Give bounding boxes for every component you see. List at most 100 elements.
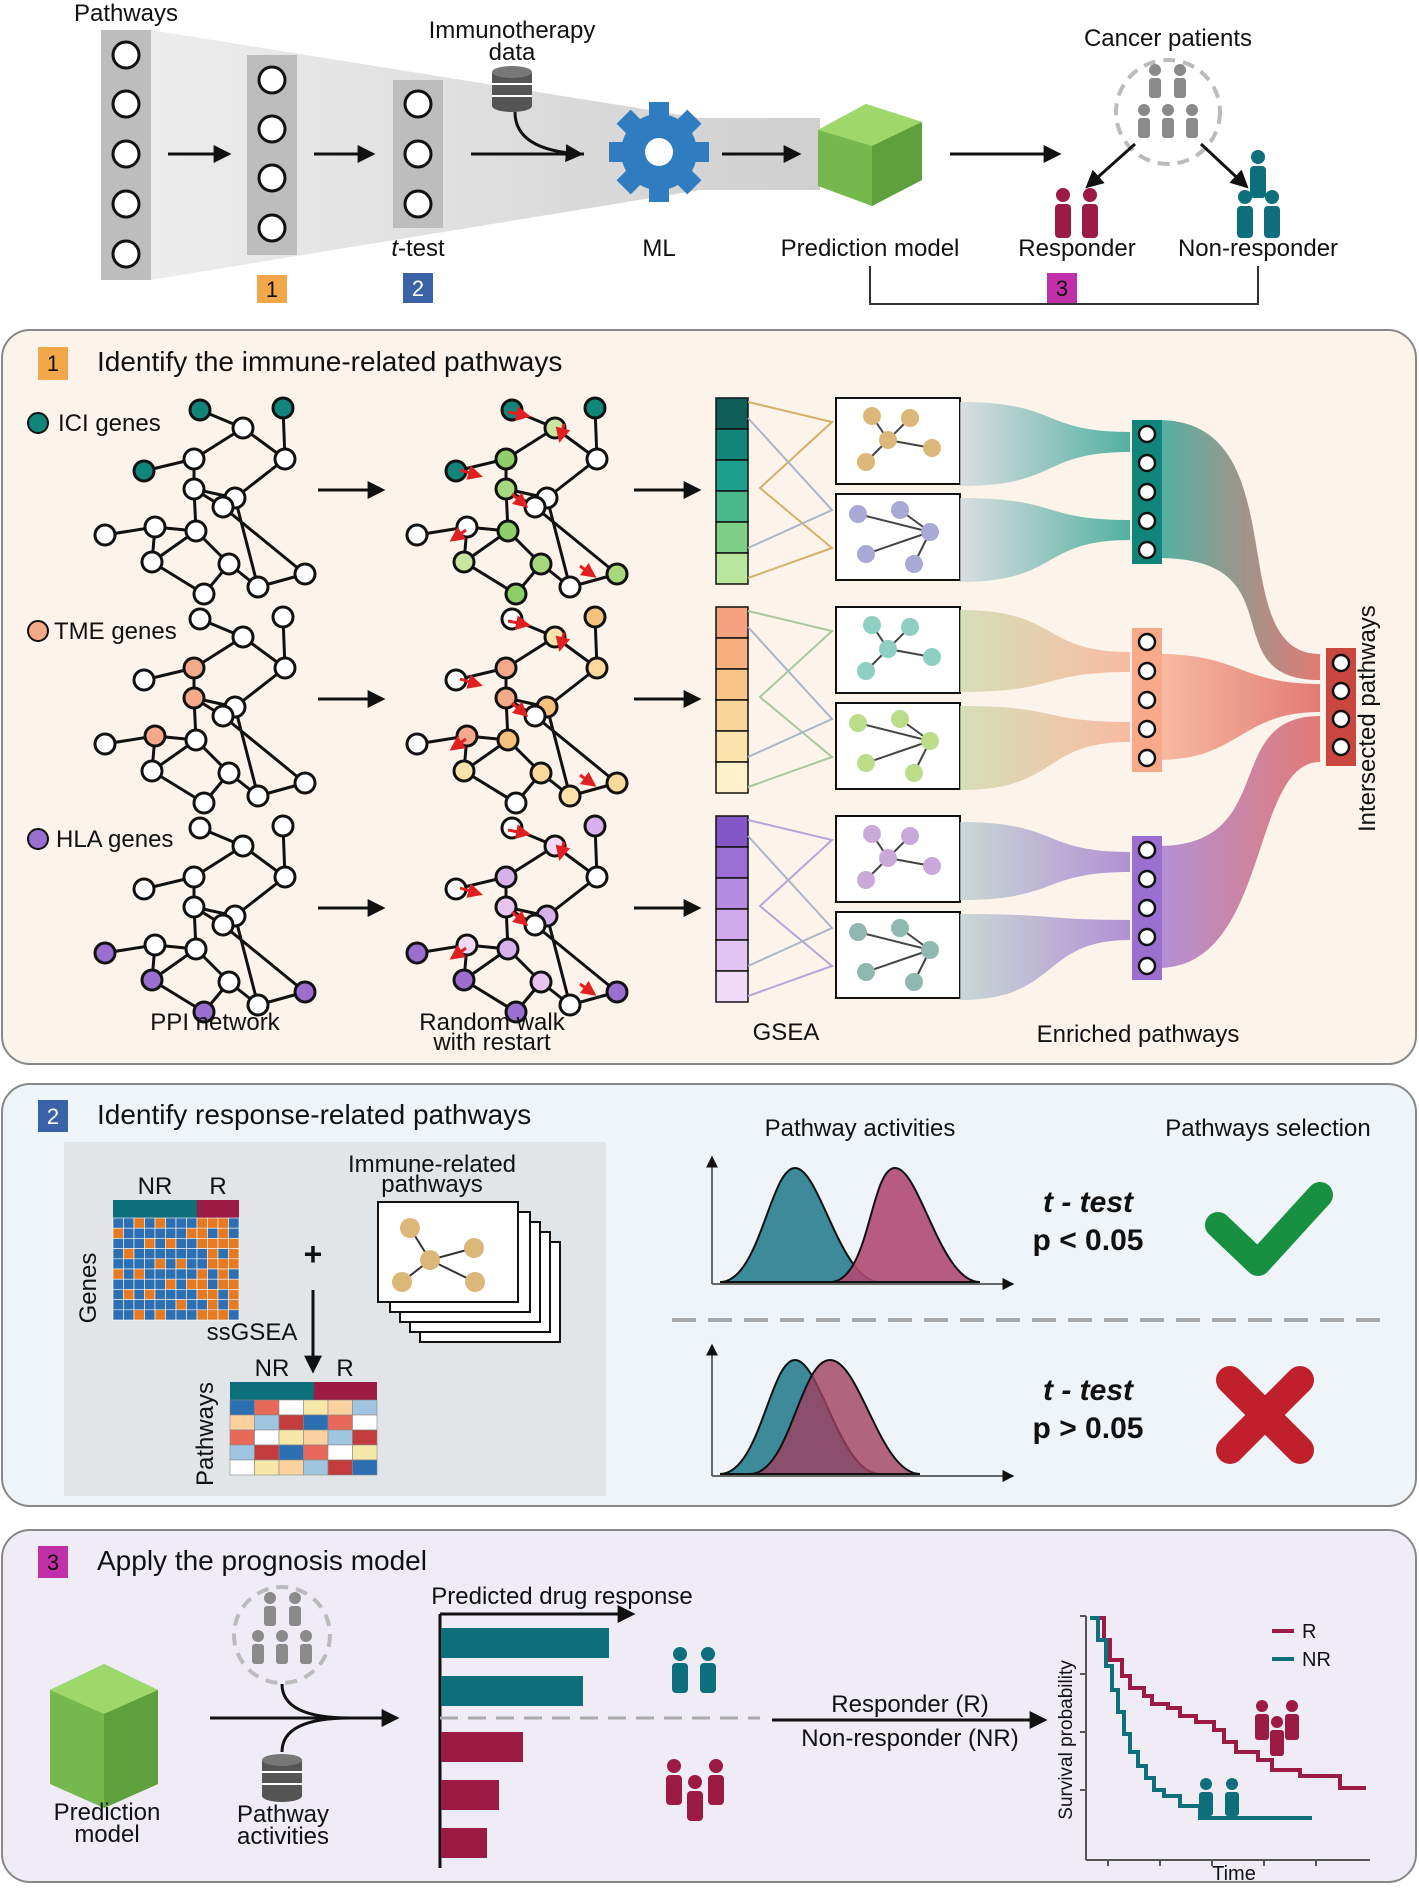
gear-icon (609, 102, 709, 202)
panel-3-badge-text: 3 (47, 1550, 59, 1575)
activities-connector (280, 1716, 351, 1753)
test1-line1: t - test (1043, 1186, 1135, 1219)
prediction-cube-icon-2 (50, 1664, 158, 1808)
time-axis-label: Time (1212, 1863, 1256, 1885)
km-responder-icon (1255, 1700, 1299, 1756)
badge-1-text: 1 (266, 277, 278, 302)
badge-3-text: 3 (1056, 276, 1068, 301)
pathway-box-3-2 (835, 911, 961, 999)
pathway-heatmap (229, 1399, 378, 1476)
responder-icon (1055, 188, 1098, 238)
gsea-ranked-lists (715, 397, 961, 1003)
pathway-activities-label: Pathway activities (765, 1115, 956, 1142)
badge-3 (1047, 273, 1077, 303)
hla-dot (27, 828, 49, 850)
prediction-label-2: model (74, 1821, 139, 1848)
r-header-bar-2 (314, 1382, 377, 1400)
pathway-flows (960, 402, 1320, 1000)
filtered-column-2-nodes (403, 89, 433, 219)
gsea-list-3 (715, 815, 961, 1003)
pathways-label: Pathways (74, 0, 178, 27)
test2-line2: p > 0.05 (1033, 1412, 1144, 1445)
nr-label-bottom: NR (255, 1355, 290, 1382)
responder-label: Responder (1018, 235, 1135, 262)
badge-2-text: 2 (412, 276, 424, 301)
immuno-label-1: Immunotherapy (429, 17, 596, 44)
drug-bar-5 (441, 1828, 487, 1858)
cross-icon (1216, 1366, 1314, 1464)
enriched-node-2-4 (1137, 719, 1157, 739)
networks (93, 396, 629, 1024)
activities-label-1: Pathway (237, 1801, 329, 1828)
badge-2 (403, 273, 433, 303)
enriched-node-2-2 (1137, 661, 1157, 681)
drug-bar-3 (441, 1732, 523, 1762)
enriched-node-3-1 (1137, 840, 1157, 860)
checkmark-icon (1205, 1182, 1333, 1276)
km-curve-r (1090, 1616, 1366, 1790)
non-responder-label: Non-responder (1178, 235, 1338, 262)
drug-response-bars (441, 1628, 609, 1858)
plus-sign: + (304, 1236, 323, 1272)
enriched-node-1-2 (1137, 453, 1157, 473)
drug-response-label: Predicted drug response (431, 1583, 693, 1610)
survival-plot: Survival probability Time R NR (1056, 1615, 1370, 1885)
distribution-plot-overlapping (706, 1343, 1015, 1482)
r-label-bottom: R (336, 1355, 353, 1382)
genes-label: Genes (75, 1253, 102, 1324)
ttest-label: t-test (391, 235, 445, 262)
ici-genes-label: ICI genes (58, 410, 161, 437)
ppi-network-3 (93, 814, 317, 1024)
prediction-label-1: Prediction (54, 1799, 161, 1826)
non-responder-nr-label: Non-responder (NR) (801, 1725, 1018, 1752)
panel-2-badge (38, 1100, 68, 1132)
r-header-bar (197, 1200, 239, 1218)
rwr-label-1: Random walk (419, 1009, 565, 1036)
panel-1: 1 Identify the immune-related pathways I… (1, 329, 1417, 1065)
enriched-node-1-5 (1137, 540, 1157, 560)
enriched-node-2-3 (1137, 690, 1157, 710)
enriched-node-3-2 (1137, 869, 1157, 889)
ppi-network-label: PPI network (150, 1009, 280, 1036)
hla-genes-label: HLA genes (56, 826, 173, 853)
distribution-plot-separated (706, 1155, 1015, 1290)
tme-genes-label: TME genes (54, 618, 177, 645)
enriched-pathways-label: Enriched pathways (1037, 1021, 1240, 1048)
enriched-node-3-3 (1137, 898, 1157, 918)
responder-r-label: Responder (R) (831, 1691, 988, 1718)
ssgsea-label: ssGSEA (207, 1319, 298, 1346)
prediction-model-label: Prediction model (781, 235, 960, 262)
prediction-cube-icon (818, 104, 922, 206)
ppi-network-1 (93, 396, 317, 606)
r-label-top: R (209, 1173, 226, 1200)
test1-line2: p < 0.05 (1033, 1224, 1144, 1257)
intersected-node-4 (1331, 737, 1351, 757)
intersected-node-3 (1331, 709, 1351, 729)
database-icon (492, 66, 532, 112)
tme-dot (27, 620, 49, 642)
intersected-node-2 (1331, 681, 1351, 701)
drug-bar-2 (441, 1676, 583, 1706)
pathway-card-stack (377, 1201, 561, 1343)
database-icon-2 (262, 1754, 302, 1802)
intersected-pathways-label: Intersected pathways (1354, 605, 1381, 832)
intersected-node-1 (1331, 653, 1351, 673)
km-curves (1090, 1616, 1366, 1820)
non-responder-icon-2 (672, 1647, 716, 1693)
pathways-selection-label: Pathways selection (1165, 1115, 1370, 1142)
gsea-list-1 (715, 397, 961, 585)
panel-2-title: Identify response-related pathways (97, 1099, 531, 1130)
legend-r-label: R (1302, 1621, 1316, 1643)
test2-line1: t - test (1043, 1374, 1135, 1407)
enriched-node-1-4 (1137, 511, 1157, 531)
enriched-node-2-1 (1137, 632, 1157, 652)
patient-group-ring-2 (232, 1585, 332, 1685)
ici-dot (27, 412, 49, 434)
rwr-network-1 (405, 396, 629, 606)
responder-icon-2 (666, 1759, 724, 1821)
non-responder-icon (1237, 150, 1280, 238)
rwr-label-2: with restart (432, 1029, 551, 1056)
panel-1-badge (38, 347, 68, 380)
immune-label-1: Immune-related (348, 1151, 516, 1178)
arrow-non-responder (1199, 142, 1249, 189)
